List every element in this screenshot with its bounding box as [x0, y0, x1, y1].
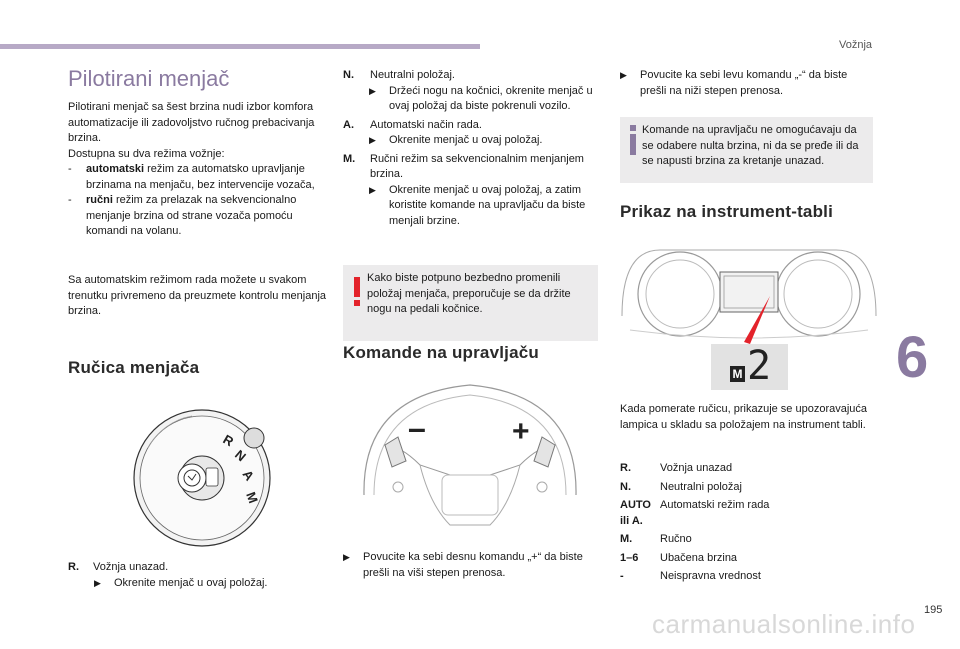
entry-step: Okrenite menjač u ovaj položaj.	[114, 576, 268, 589]
entry-text: Neutralni položaj.	[370, 69, 455, 81]
arrow-bullet-icon: ▶	[369, 184, 376, 195]
warning-text: Kako biste potpuno bezbedno promenili po…	[367, 272, 571, 315]
modes-intro: Dostupna su dva režima vožnje:	[68, 147, 225, 160]
mode-name: ručni	[86, 194, 113, 206]
plus-step-text: Povucite ka sebi desnu komandu „+“ da bi…	[363, 551, 583, 579]
table-row: R.Vožnja unazad	[620, 462, 733, 474]
controls-heading: Komande na upravljaču	[343, 343, 539, 362]
warning-icon	[354, 277, 360, 306]
instrument-panel-illustration	[621, 249, 877, 344]
entry-text: Vožnja unazad.	[93, 561, 169, 573]
entry-key: R.	[68, 561, 79, 573]
chapter-number: 6	[896, 325, 929, 390]
entry-step: Držeći nogu na kočnici, okrenite menjač …	[389, 84, 593, 113]
plus-step: ▶ Povucite ka sebi desnu komandu „+“ da …	[343, 550, 605, 581]
display-description: Kada pomerate ručicu, prikazuje se upozo…	[620, 403, 868, 431]
info-text: Komande na upravljaču ne omogućavaju da …	[642, 124, 859, 167]
mode-name: automatski	[86, 163, 145, 175]
entry-step: Okrenite menjač u ovaj položaj, a zatim …	[389, 183, 586, 227]
position-entries: N. Neutralni položaj. ▶ Držeći nogu na ko…	[343, 68, 605, 229]
entry-a: A. Automatski način rada. ▶ Okrenite menj…	[343, 118, 605, 149]
table-row: AUTO ili A.Automatski režim rada	[620, 499, 770, 527]
info-icon	[630, 125, 636, 155]
watermark: carmanualsonline.info	[652, 609, 916, 639]
warning-note: Kako biste potpuno bezbedno promenili po…	[343, 265, 598, 341]
page-title: Pilotirani menjač	[68, 66, 230, 91]
lever-heading: Ručica menjača	[68, 358, 200, 377]
section-title: Vožnja	[839, 39, 873, 51]
entry-key: A.	[343, 118, 354, 131]
table-row: M.Ručno	[620, 533, 692, 545]
steering-wheel-illustration: – +	[363, 384, 577, 526]
arrow-bullet-icon: ▶	[369, 85, 376, 96]
entry-text: Ručni režim sa sekvencionalnim menjanjem…	[370, 152, 584, 181]
minus-step-text: Povucite ka sebi levu komandu „-“ da bis…	[640, 69, 848, 97]
display-mode-badge: M	[730, 366, 745, 382]
lever-label-m: M	[243, 490, 261, 505]
entry-text: Automatski način rada.	[370, 118, 482, 131]
info-note: Komande na upravljaču ne omogućavaju da …	[620, 117, 873, 183]
minus-step: ▶ Povucite ka sebi levu komandu „-“ da b…	[620, 68, 875, 99]
top-bar	[0, 44, 480, 49]
entry-step: Okrenite menjač u ovaj položaj.	[389, 134, 543, 146]
gear-lever-illustration: R N A M	[133, 409, 271, 547]
page-number: 195	[924, 604, 943, 616]
display-heading: Prikaz na instrument-tabli	[620, 202, 834, 221]
auto-note: Sa automatskim režimom rada možete u sva…	[68, 274, 327, 317]
indicator-table: R.Vožnja unazad N.Neutralni položaj AUTO…	[620, 461, 875, 588]
table-row: N.Neutralni položaj	[620, 480, 742, 493]
display-gear-digit: 2	[747, 343, 772, 389]
entry-key: N.	[343, 69, 354, 81]
arrow-bullet-icon: ▶	[620, 70, 627, 80]
arrow-bullet-icon: ▶	[94, 577, 101, 588]
entry-key: M.	[343, 152, 356, 165]
intro-text: Pilotirani menjač sa šest brzina nudi iz…	[68, 101, 315, 144]
entry-n: N. Neutralni položaj. ▶ Držeći nogu na ko…	[343, 68, 605, 115]
wheel-plus-label: +	[512, 415, 530, 448]
intro-block: Pilotirani menjač sa šest brzina nudi iz…	[68, 100, 330, 240]
table-row: -Neispravna vrednost	[620, 570, 761, 582]
mode-item: - automatski režim za automatsko upravlj…	[68, 163, 315, 191]
entry-m: M. Ručni režim sa sekvencionalnim menjan…	[343, 152, 605, 230]
mode-item: - ručni režim za prelazak na sekvenciona…	[68, 194, 297, 237]
wheel-minus-label: –	[408, 410, 426, 446]
arrow-bullet-icon: ▶	[369, 135, 376, 145]
entry-r: R. Vožnja unazad. ▶ Okrenite menjač u ov…	[68, 560, 330, 591]
arrow-bullet-icon: ▶	[343, 552, 350, 562]
gear-display-zoom: M 2	[711, 344, 788, 390]
